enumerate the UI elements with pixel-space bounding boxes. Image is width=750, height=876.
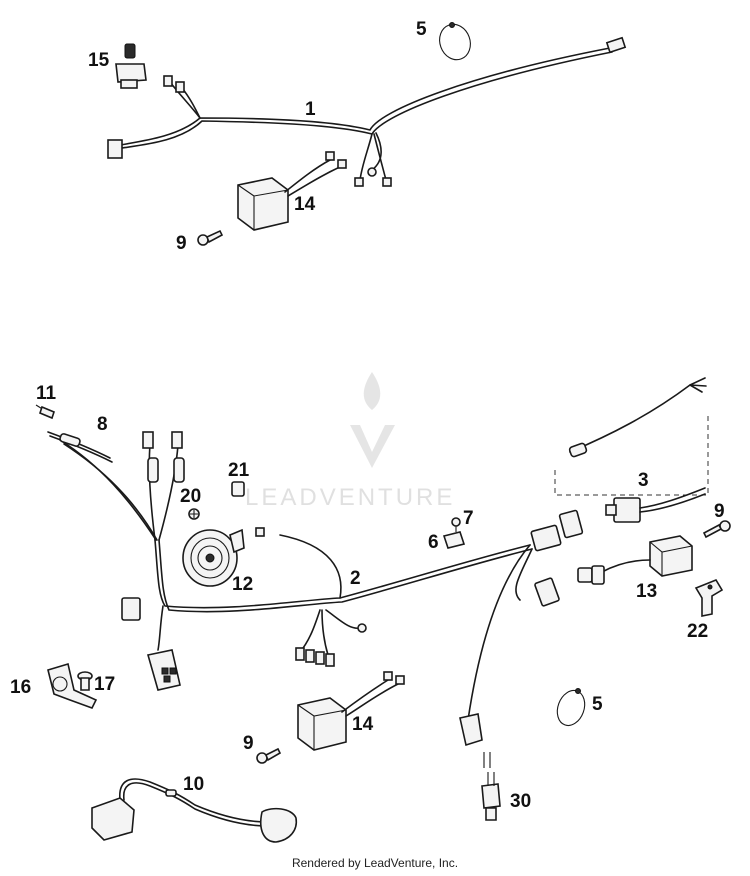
callout-1: 1	[305, 99, 316, 120]
callout-12: 12	[232, 574, 253, 595]
watermark: LEADVENTURE	[245, 372, 455, 511]
callout-2: 2	[350, 568, 361, 589]
callout-5-bottom: 5	[592, 694, 603, 715]
clip-6	[442, 531, 466, 549]
callout-3: 3	[638, 470, 649, 491]
module-14-bottom	[297, 671, 405, 751]
regulator-13	[577, 535, 693, 585]
callout-16: 16	[10, 677, 31, 698]
callout-30: 30	[510, 791, 531, 812]
bolt-9-top	[197, 229, 224, 246]
watermark-flame-icon	[363, 372, 381, 410]
clip-21	[231, 481, 245, 497]
wire-lead-8	[47, 431, 113, 463]
callout-14-bottom: 14	[352, 714, 374, 735]
callout-17: 17	[94, 674, 115, 695]
callout-9-bottom: 9	[243, 733, 254, 754]
callout-7: 7	[463, 508, 474, 529]
callout-5-top: 5	[416, 19, 427, 40]
screw-20	[188, 508, 200, 520]
bolt-17	[77, 671, 93, 691]
callout-11: 11	[36, 383, 57, 404]
callout-21: 21	[228, 460, 250, 481]
module-14-top	[237, 151, 347, 231]
footer-credit: Rendered by LeadVenture, Inc.	[291, 856, 459, 870]
watermark-text: LEADVENTURE	[245, 484, 455, 511]
callout-8: 8	[97, 414, 108, 435]
bolt-9-bottom	[256, 747, 282, 764]
callout-20: 20	[180, 486, 201, 507]
callout-10: 10	[183, 774, 204, 795]
bolt-9-right	[702, 520, 731, 539]
callout-9-right: 9	[714, 501, 725, 522]
bulb-11	[35, 404, 55, 420]
wiring-harness-1	[107, 36, 627, 187]
callout-9-top: 9	[176, 233, 187, 254]
horn-12	[182, 528, 245, 587]
switch-15	[115, 43, 147, 89]
watermark-v-icon	[350, 425, 395, 468]
screw-7	[451, 517, 461, 532]
callout-15: 15	[88, 50, 110, 71]
bracket-22	[694, 579, 724, 617]
callout-13: 13	[636, 581, 657, 602]
clamp-5-bottom	[556, 688, 586, 727]
sender-30	[481, 772, 501, 821]
wiring-harness-2	[59, 431, 584, 768]
callout-22: 22	[687, 621, 708, 642]
connector-3	[605, 487, 706, 523]
sensor-lead	[554, 377, 709, 496]
clamp-5-top	[439, 22, 471, 61]
bracket-16	[47, 662, 98, 709]
callout-6: 6	[428, 532, 439, 553]
cable-10	[91, 778, 298, 843]
callout-14-top: 14	[294, 194, 316, 215]
